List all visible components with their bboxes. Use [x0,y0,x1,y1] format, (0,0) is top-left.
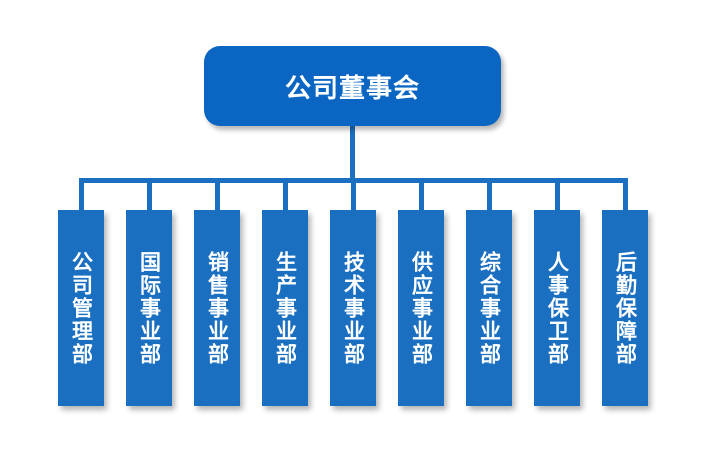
department-label: 技术事业部 [341,250,366,366]
department-label: 供应事业部 [409,250,434,366]
department-node: 公司管理部 [58,210,104,406]
department-node: 后勤保障部 [602,210,648,406]
trunk-connector [350,126,355,180]
department-label: 国际事业部 [137,250,162,366]
department-drop-connector [147,180,152,211]
department-node: 技术事业部 [330,210,376,406]
department-node: 生产事业部 [262,210,308,406]
department-label: 后勤保障部 [613,250,638,366]
department-node: 供应事业部 [398,210,444,406]
department-node: 销售事业部 [194,210,240,406]
top-node-label: 公司董事会 [284,73,420,104]
department-drop-connector [215,180,220,211]
department-drop-connector [555,180,560,211]
department-label: 公司管理部 [69,250,94,366]
department-drop-connector [79,180,84,211]
department-label: 人事保卫部 [545,250,570,366]
department-drop-connector [351,180,356,211]
department-label: 综合事业部 [477,250,502,366]
department-drop-connector [283,180,288,211]
department-drop-connector [623,180,628,211]
department-node: 国际事业部 [126,210,172,406]
department-node: 人事保卫部 [534,210,580,406]
department-drop-connector [487,180,492,211]
department-label: 生产事业部 [273,250,298,366]
department-drop-connector [419,180,424,211]
top-node-board: 公司董事会 [204,46,501,126]
department-node: 综合事业部 [466,210,512,406]
department-label: 销售事业部 [205,250,230,366]
